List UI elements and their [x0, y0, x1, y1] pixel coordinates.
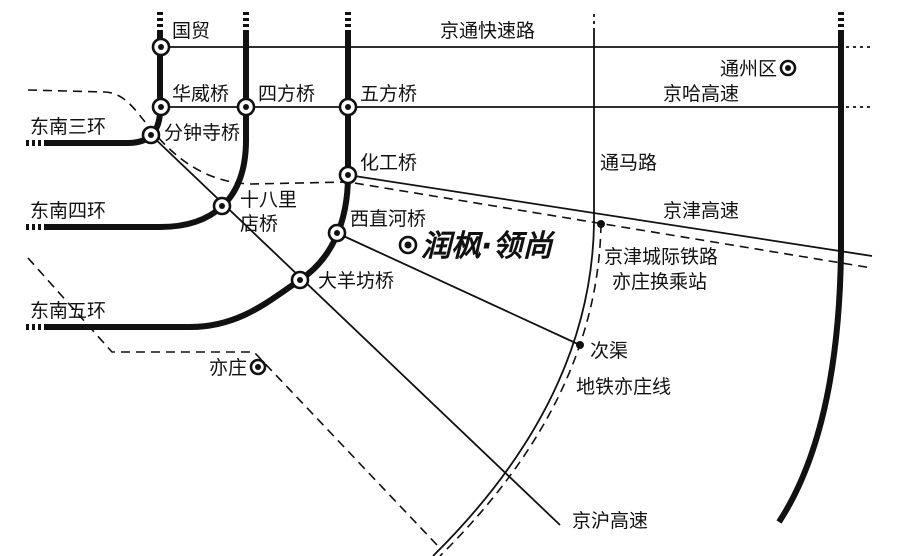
xizhihe-ciqu-road-line	[336, 232, 581, 346]
interchange-center-dot	[297, 277, 303, 283]
interchange-huawei-icon	[151, 97, 171, 117]
jinghu-expressway-line	[150, 134, 561, 526]
interchange-center-dot	[345, 104, 351, 110]
project-title: 润枫·领尚	[421, 229, 556, 264]
label-intercity-railway: 京津城际铁路	[604, 246, 718, 268]
label-third-ring: 东南三环	[30, 116, 106, 138]
yizhuang-place-marker-icon	[249, 358, 267, 376]
label-sifang: 四方桥	[258, 83, 315, 105]
interchange-sifang-icon	[236, 97, 256, 117]
label-jinghu-expressway: 京沪高速	[572, 510, 648, 532]
label-fourth-ring: 东南四环	[30, 200, 106, 222]
label-dayangfang: 大羊坊桥	[318, 270, 394, 292]
interchange-center-dot	[345, 172, 351, 178]
label-tongma-road: 通马路	[600, 152, 657, 174]
label-yizhuang: 亦庄	[209, 357, 247, 379]
sixth-ring-line	[776, 32, 844, 524]
label-fifth-ring: 东南五环	[30, 300, 106, 322]
tongzhou-place-marker-icon	[779, 59, 797, 77]
place-markers	[249, 59, 797, 376]
interchange-center-dot	[243, 104, 249, 110]
jingjin-expressway-line	[347, 174, 873, 257]
place-marker-dot	[404, 241, 412, 249]
interchange-xizhihe-icon	[327, 223, 347, 243]
interchange-fenzhongsi-icon	[141, 125, 161, 145]
place-marker-dot	[255, 364, 261, 370]
label-jingtong-expressway: 京通快速路	[440, 20, 535, 42]
label-huagong: 化工桥	[360, 152, 417, 174]
label-jingjin-expressway: 京津高速	[663, 200, 739, 222]
ciqu-station-dot-icon	[576, 341, 584, 349]
map-labels: 国贸 京通快速路 通州区 华威桥 四方桥 五方桥 京哈高速 东南三环 分钟寺桥 …	[30, 20, 777, 532]
yizhuang-subway-line	[439, 223, 602, 556]
interchange-center-dot	[158, 44, 164, 50]
interchange-shibalidian-icon	[212, 196, 232, 216]
interchange-center-dot	[158, 104, 164, 110]
jingjin-intercity-railway-line	[27, 89, 873, 269]
yizhuang-boundary-line	[27, 257, 439, 547]
tongma-road-line	[432, 30, 595, 556]
interchange-guomao-icon	[151, 37, 171, 57]
yizhuang-transfer-station-dot-icon	[597, 220, 605, 228]
label-jingha-expressway: 京哈高速	[663, 83, 739, 105]
interchange-center-dot	[148, 132, 154, 138]
interchange-wufang-icon	[338, 97, 358, 117]
label-huawei: 华威桥	[172, 83, 229, 105]
interchanges	[141, 37, 358, 290]
label-guomao: 国贸	[172, 20, 210, 42]
dashed-lines	[27, 89, 873, 556]
label-xizhihe: 西直河桥	[350, 208, 426, 230]
label-tongzhou: 通州区	[720, 58, 777, 80]
label-transfer-station: 亦庄换乘站	[612, 271, 707, 293]
interchange-center-dot	[219, 203, 225, 209]
interchange-huagong-icon	[338, 165, 358, 185]
label-yizhuang-subway: 地铁亦庄线	[576, 376, 671, 398]
label-ciqu: 次渠	[590, 340, 628, 362]
label-wufang: 五方桥	[360, 83, 417, 105]
interchange-dayangfang-icon	[290, 270, 310, 290]
place-marker-dot	[785, 65, 791, 71]
label-shibalidian-line2: 店桥	[240, 213, 278, 235]
label-fenzhongsi: 分钟寺桥	[164, 122, 240, 144]
thin-roads	[150, 14, 873, 556]
interchange-center-dot	[334, 230, 340, 236]
label-shibalidian-line1: 十八里	[240, 189, 297, 211]
project-place-marker-icon	[398, 235, 418, 255]
